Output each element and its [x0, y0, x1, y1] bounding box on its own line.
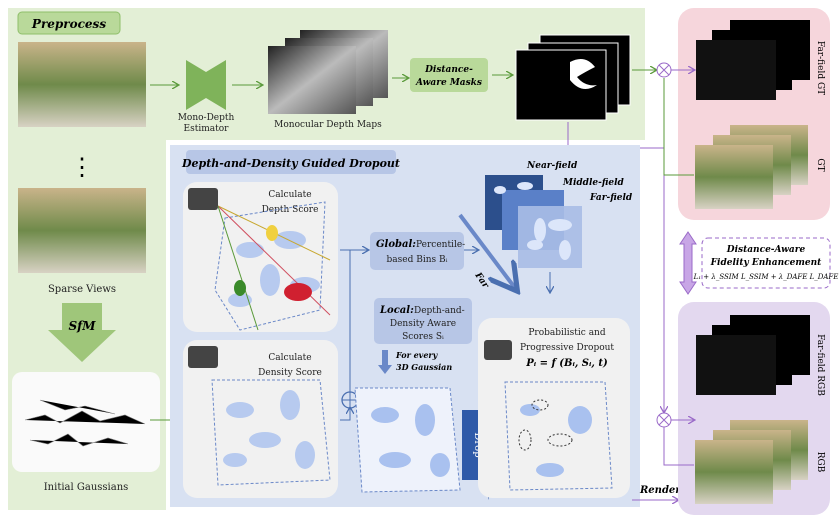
initial-gaussians-label: Initial Gaussians — [44, 482, 129, 493]
distance-aware-masks-stack — [515, 34, 631, 121]
global-text: Percentile- — [416, 240, 465, 250]
dafe-title: Distance-Aware — [726, 245, 806, 255]
rgb-images-stack — [695, 420, 808, 504]
masks-box — [410, 58, 488, 92]
near-field-label: Near-field — [526, 161, 578, 171]
global-label: Global: — [376, 239, 416, 250]
farfield-rgb-stack — [696, 315, 810, 395]
estimator-label-2: Estimator — [184, 124, 230, 134]
sfm-arrow — [48, 303, 116, 362]
sparse-views-label: Sparse Views — [48, 284, 116, 295]
far-field-label: Far-field — [589, 193, 633, 203]
rgb-label: RGB — [815, 452, 825, 473]
camera-icon-2 — [188, 346, 218, 368]
middle-field-label: Middle-field — [562, 178, 625, 188]
point-cloud — [24, 399, 146, 447]
dots: ⋮ — [70, 153, 94, 181]
gaussians-cube — [354, 387, 461, 493]
camera-icon-3 — [484, 340, 512, 360]
render-label: Render — [639, 485, 681, 496]
farfield-gt-stack — [696, 20, 810, 100]
every-gaussian-label: For every — [395, 350, 439, 360]
drop-label: Drop — [472, 432, 483, 457]
depth-score-label: Calculate — [268, 190, 311, 200]
dafe-title-2: Fidelity Enhancement — [710, 258, 823, 268]
gt-label: GT — [815, 158, 825, 171]
global-bins-box — [370, 232, 464, 270]
global-text-2: based Bins Bᵢ — [387, 255, 448, 265]
local-text: Depth-and- — [414, 306, 465, 316]
depth-maps-stack — [268, 30, 388, 114]
local-label: Local: — [379, 305, 414, 316]
dropped-gaussians-cube — [504, 381, 613, 491]
distance-bins-cubes — [485, 175, 582, 268]
preprocess-title: Preprocess — [31, 17, 106, 31]
masks-label: Distance- — [424, 65, 473, 75]
down-arrow — [378, 350, 392, 374]
local-text-2: Density Aware — [390, 319, 456, 329]
depth-maps-label: Monocular Depth Maps — [274, 120, 382, 130]
dafe-formula: L₁ + λ_SSIM L_SSIM + λ_DAFE L_DAFE — [693, 273, 839, 281]
density-score-label: Calculate — [268, 353, 311, 363]
progressive-dropout-box — [478, 318, 630, 498]
prob-dropout-label: Probabilistic and — [528, 328, 605, 338]
input-view-2 — [18, 188, 146, 273]
dafe-box — [701, 237, 831, 289]
sfm-label: SfM — [68, 319, 96, 333]
preprocess-title-box — [17, 11, 121, 35]
gt-images-stack — [695, 125, 808, 209]
farfield-gt-label: Far-field GT — [815, 41, 825, 95]
prob-dropout-label-2: Progressive Dropout — [520, 343, 614, 353]
density-score-label-2: Density Score — [258, 368, 322, 378]
input-view-1 — [18, 42, 146, 127]
camera-icon — [188, 188, 218, 210]
depth-score-label-2: Depth Score — [262, 205, 319, 215]
preprocess-panel — [8, 8, 645, 510]
double-arrow — [679, 231, 697, 295]
dropout-formula: Pᵢ = f (Bᵢ, Sᵢ, t) — [525, 358, 608, 369]
mono-depth-estimator-icon — [186, 60, 226, 110]
local-scores-box — [374, 298, 472, 344]
dropout-title: Depth-and-Density Guided Dropout — [181, 157, 400, 170]
local-text-3: Scores Sᵢ — [402, 332, 444, 342]
masks-label-2: Aware Masks — [415, 78, 482, 88]
every-gaussian-label-2: 3D Gaussian — [396, 362, 452, 372]
estimator-label: Mono-Depth — [178, 113, 235, 123]
farfield-rgb-label: Far-field RGB — [815, 334, 825, 396]
dropout-title-box — [186, 150, 396, 174]
